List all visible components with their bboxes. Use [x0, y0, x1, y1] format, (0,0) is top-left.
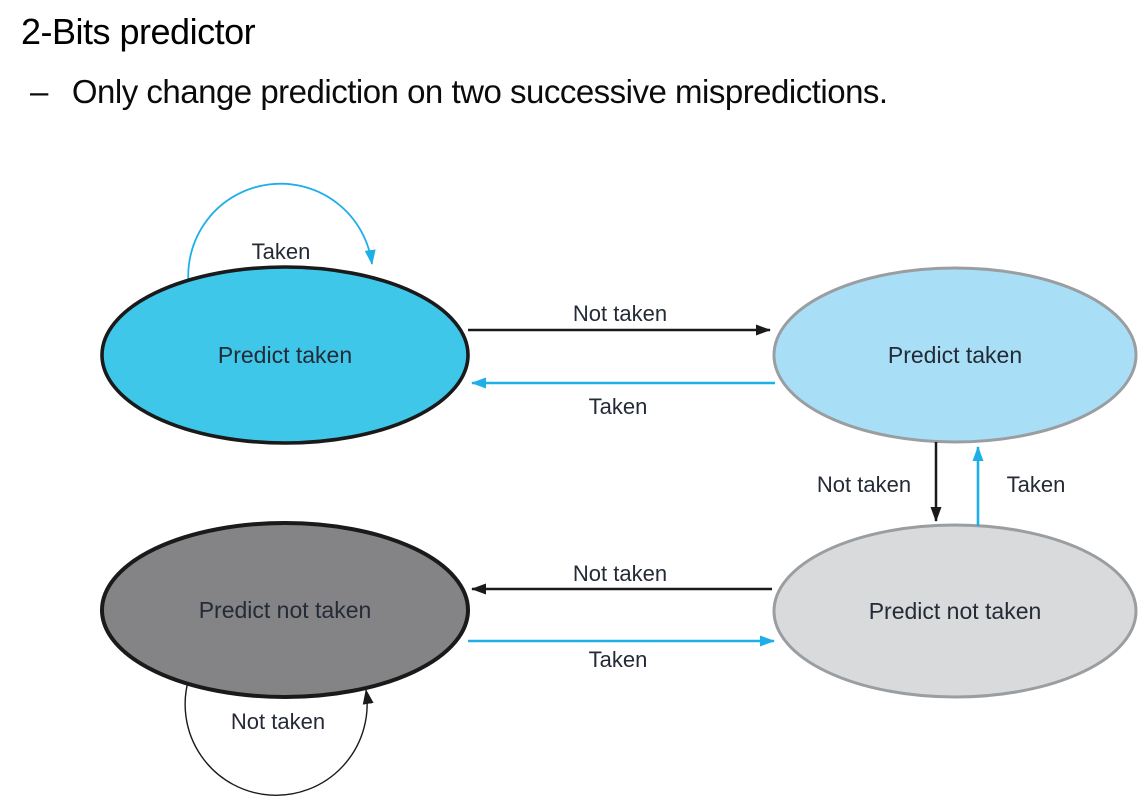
edge-label-self-loop-taken: Taken: [252, 239, 311, 264]
edge-label-taken-weak-to-taken-strong: Taken: [589, 394, 648, 419]
state-label-predict-taken-strong: Predict taken: [218, 342, 352, 368]
edge-label-taken-strong-to-taken-weak: Not taken: [573, 301, 667, 326]
edge-self-loop-not-taken: [184, 677, 374, 796]
state-predict-taken-strong: Predict taken: [100, 265, 470, 445]
state-label-predict-not-taken-strong: Predict not taken: [199, 597, 372, 623]
bullet-line: – Only change prediction on two successi…: [30, 72, 888, 112]
page-title: 2-Bits predictor: [21, 11, 256, 52]
state-predict-not-taken-strong: Predict not taken: [100, 521, 470, 699]
edge-label-taken-weak-to-not-taken-weak: Not taken: [817, 472, 911, 497]
state-label-predict-not-taken-weak: Predict not taken: [869, 598, 1042, 624]
state-ellipse-predict-taken-weak: [772, 266, 1138, 444]
bullet-dash: –: [30, 73, 48, 110]
state-ellipse-predict-taken-strong: [100, 265, 470, 445]
state-ellipse-predict-not-taken-weak: [772, 523, 1138, 699]
state-predict-not-taken-weak: Predict not taken: [772, 523, 1138, 699]
edge-self-loop-taken: [187, 182, 376, 289]
edge-label-not-taken-strong-to-not-taken-weak: Taken: [589, 647, 648, 672]
edge-label-self-loop-not-taken: Not taken: [231, 709, 325, 734]
bullet-text: Only change prediction on two successive…: [71, 73, 888, 110]
edge-label-not-taken-weak-to-not-taken-strong: Not taken: [573, 561, 667, 586]
state-label-predict-taken-weak: Predict taken: [888, 342, 1022, 368]
edge-label-not-taken-weak-to-taken-weak: Taken: [1007, 472, 1066, 497]
state-ellipse-predict-not-taken-strong: [100, 521, 470, 699]
state-predict-taken-weak: Predict taken: [772, 266, 1138, 444]
